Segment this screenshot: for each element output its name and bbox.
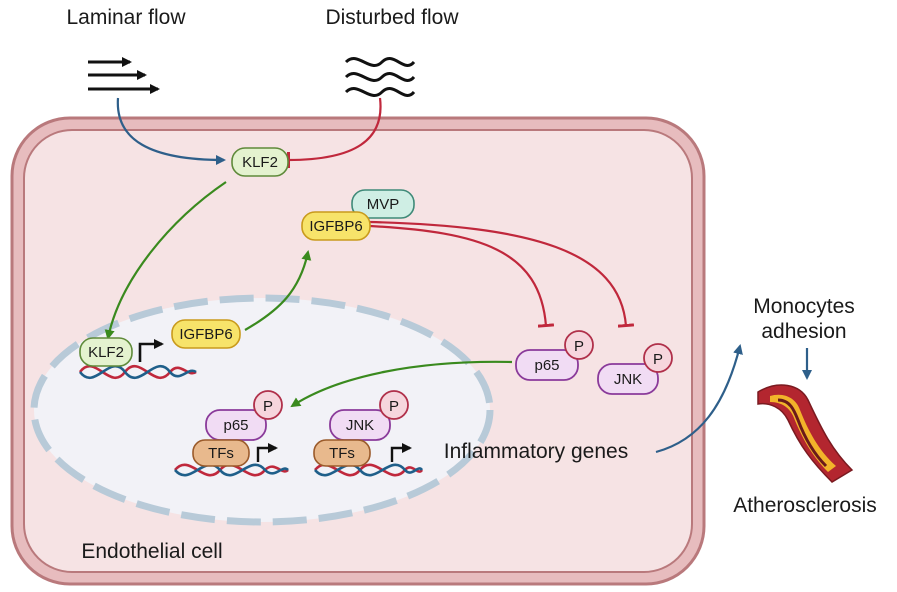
igfbp6-export-arrow bbox=[244, 250, 312, 331]
atherosclerotic-vessel-icon bbox=[757, 384, 854, 483]
svg-text:KLF2: KLF2 bbox=[242, 154, 278, 171]
phosphate-icon bbox=[564, 330, 594, 360]
svg-text:TFs: TFs bbox=[329, 445, 355, 462]
svg-text:P: P bbox=[653, 351, 663, 368]
tss-arrow-p65 bbox=[256, 443, 278, 462]
svg-text:IGFBP6: IGFBP6 bbox=[179, 326, 232, 343]
svg-text:P: P bbox=[263, 398, 273, 415]
phosphate-icon bbox=[253, 390, 283, 420]
mvp-protein: MVP bbox=[351, 189, 415, 219]
p65-phospho-nuclear: p65 P bbox=[205, 390, 283, 441]
atherosclerosis-label: Atherosclerosis bbox=[733, 494, 877, 517]
igfbp6-gene: IGFBP6 bbox=[171, 319, 241, 349]
svg-text:TFs: TFs bbox=[208, 445, 234, 462]
jnk-phospho-nuclear: JNK P bbox=[329, 390, 409, 441]
dna-helix-p65 bbox=[174, 463, 289, 477]
klf2-protein: KLF2 bbox=[231, 147, 289, 177]
monocytes-adhesion-label-1: Monocytes bbox=[753, 295, 855, 318]
p65-phospho-cytoplasm: p65 P bbox=[515, 330, 594, 381]
p65-to-nucleus-arrow bbox=[290, 360, 513, 408]
jnk-phospho-cytoplasm: JNK P bbox=[597, 343, 673, 395]
dna-helix-klf2 bbox=[78, 364, 197, 380]
inflammatory-genes-label: Inflammatory genes bbox=[444, 440, 628, 463]
svg-text:MVP: MVP bbox=[367, 196, 400, 213]
disturbed-flow-label: Disturbed flow bbox=[325, 6, 459, 29]
klf2-to-nucleus-arrow bbox=[104, 181, 227, 340]
endothelial-cell-label: Endothelial cell bbox=[81, 540, 222, 563]
klf2-nuclear: KLF2 bbox=[79, 337, 133, 367]
svg-text:IGFBP6: IGFBP6 bbox=[309, 218, 362, 235]
svg-text:KLF2: KLF2 bbox=[88, 344, 124, 361]
tfs-complex-1: TFs bbox=[192, 439, 250, 467]
svg-text:JNK: JNK bbox=[614, 371, 642, 388]
phosphate-icon bbox=[643, 343, 673, 373]
laminar-flow-label: Laminar flow bbox=[66, 6, 186, 29]
igfbp6-inhibits-p65 bbox=[369, 224, 555, 328]
svg-text:P: P bbox=[574, 338, 584, 355]
igfbp6-inhibits-jnk bbox=[369, 220, 635, 328]
genes-to-adhesion-arrow bbox=[655, 344, 743, 454]
disturbed-flow-icon bbox=[344, 57, 416, 97]
phosphate-icon bbox=[379, 390, 409, 420]
disturbed-inhibits-klf2 bbox=[286, 97, 382, 169]
laminar-flow-icon bbox=[88, 57, 160, 94]
svg-text:P: P bbox=[389, 398, 399, 415]
svg-text:p65: p65 bbox=[223, 417, 248, 434]
dna-helix-jnk bbox=[314, 463, 424, 477]
svg-text:JNK: JNK bbox=[346, 417, 374, 434]
tss-arrow-klf2 bbox=[138, 339, 164, 362]
svg-text:p65: p65 bbox=[534, 357, 559, 374]
tfs-complex-2: TFs bbox=[313, 439, 371, 467]
igfbp6-protein: IGFBP6 bbox=[301, 211, 371, 241]
laminar-to-klf2-arrow bbox=[116, 97, 226, 165]
monocytes-adhesion-label-2: adhesion bbox=[761, 320, 846, 343]
tss-arrow-jnk bbox=[390, 443, 412, 462]
